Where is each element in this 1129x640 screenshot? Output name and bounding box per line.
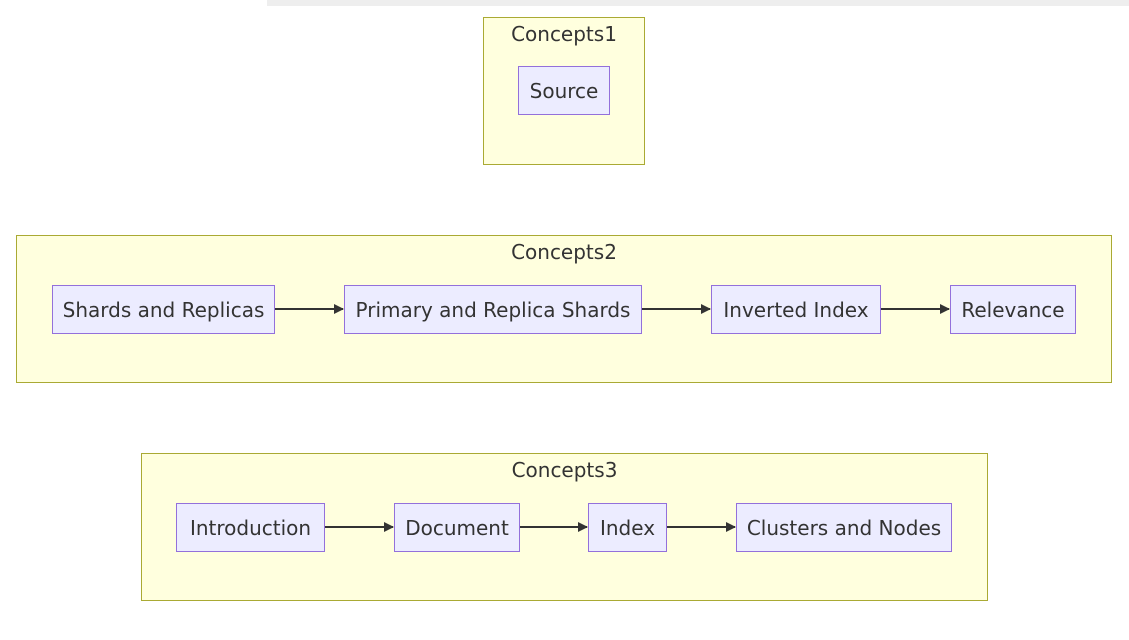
cluster-concepts1: Concepts1 — [483, 17, 645, 165]
node-document[interactable]: Document — [394, 503, 520, 552]
node-shards-and-replicas[interactable]: Shards and Replicas — [52, 285, 275, 334]
node-source[interactable]: Source — [518, 66, 610, 115]
node-inverted-index[interactable]: Inverted Index — [711, 285, 881, 334]
top-toolbar-strip — [267, 0, 1129, 6]
cluster-title: Concepts1 — [511, 22, 617, 46]
cluster-title: Concepts3 — [511, 458, 618, 482]
node-introduction[interactable]: Introduction — [176, 503, 325, 552]
node-clusters-and-nodes[interactable]: Clusters and Nodes — [736, 503, 952, 552]
node-primary-and-replica-shards[interactable]: Primary and Replica Shards — [344, 285, 642, 334]
node-index[interactable]: Index — [588, 503, 667, 552]
cluster-title: Concepts2 — [511, 240, 617, 264]
node-relevance[interactable]: Relevance — [950, 285, 1076, 334]
